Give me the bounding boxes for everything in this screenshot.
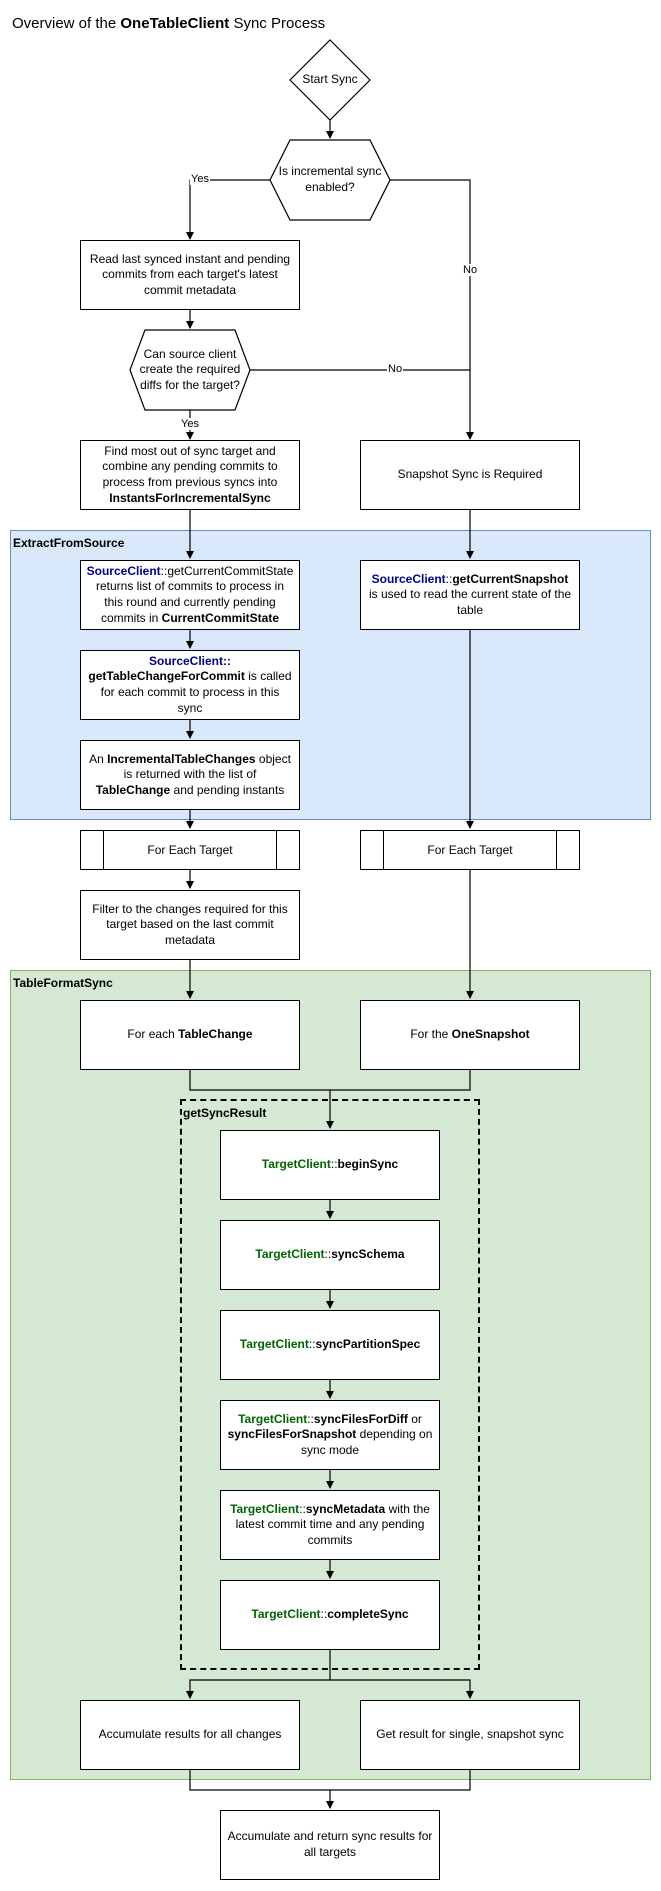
page-title: Overview of the OneTableClient Sync Proc… — [12, 15, 326, 32]
accumulate-all-targets-node: Accumulate and return sync results for a… — [220, 1810, 440, 1880]
edge-label-yes-2: Yes — [180, 418, 200, 430]
find-most-out-of-sync-node: Find most out of sync target and combine… — [80, 440, 300, 510]
edge-accumulate-final — [189, 1770, 334, 1809]
sync-metadata-node: TargetClient::syncMetadata with the late… — [220, 1490, 440, 1560]
get-current-snapshot-node: SourceClient::getCurrentSnapshot is used… — [360, 560, 580, 630]
incremental-check-node: Is incremental sync enabled? — [278, 164, 382, 194]
sync-schema-node: TargetClient::syncSchema — [220, 1220, 440, 1290]
get-sync-result-label: getSyncResult — [183, 1106, 267, 1120]
can-diff-hexagon-shape — [129, 329, 251, 411]
begin-sync-node: TargetClient::beginSync — [220, 1130, 440, 1200]
edge-change-to-begin — [189, 1070, 334, 1129]
edge-incremental-yes — [186, 179, 270, 240]
edge-label-no-2: No — [387, 363, 404, 375]
start-sync-node: Start Sync — [302, 72, 358, 87]
extract-from-source-label: ExtractFromSource — [13, 536, 125, 550]
complete-sync-node: TargetClient::completeSync — [220, 1580, 440, 1650]
for-the-one-snapshot-node: For the OneSnapshot — [360, 1000, 580, 1070]
edge-incremental-no — [390, 179, 474, 440]
edge-snapshot-to-begin — [330, 1070, 471, 1091]
get-table-change-for-commit-node: SourceClient::getTableChangeForCommit is… — [80, 650, 300, 720]
get-current-commit-state-node: SourceClient::getCurrentCommitState retu… — [80, 560, 300, 630]
incremental-table-changes-node: An IncrementalTableChanges object is ret… — [80, 740, 300, 810]
for-each-table-change-node: For each TableChange — [80, 1000, 300, 1070]
single-snapshot-result-node: Get result for single, snapshot sync — [360, 1700, 580, 1770]
can-diff-node: Can source client create the required di… — [139, 346, 241, 392]
for-each-target-left-node: For Each Target — [80, 830, 300, 870]
edge-complete-single — [330, 1679, 474, 1699]
edge-single-final — [330, 1770, 471, 1791]
accumulate-changes-node: Accumulate results for all changes — [80, 1700, 300, 1770]
edge-label-no-1: No — [462, 264, 479, 276]
sync-partition-spec-node: TargetClient::syncPartitionSpec — [220, 1310, 440, 1380]
edge-label-yes-1: Yes — [190, 173, 210, 185]
for-each-target-right-node: For Each Target — [360, 830, 580, 870]
read-last-synced-node: Read last synced instant and pending com… — [80, 240, 300, 310]
snapshot-sync-required-node: Snapshot Sync is Required — [360, 440, 580, 510]
table-format-sync-label: TableFormatSync — [13, 976, 113, 990]
sync-files-node: TargetClient::syncFilesForDiff or syncFi… — [220, 1400, 440, 1470]
filter-changes-node: Filter to the changes required for this … — [80, 890, 300, 960]
edge-complete-accumulate — [186, 1650, 331, 1699]
